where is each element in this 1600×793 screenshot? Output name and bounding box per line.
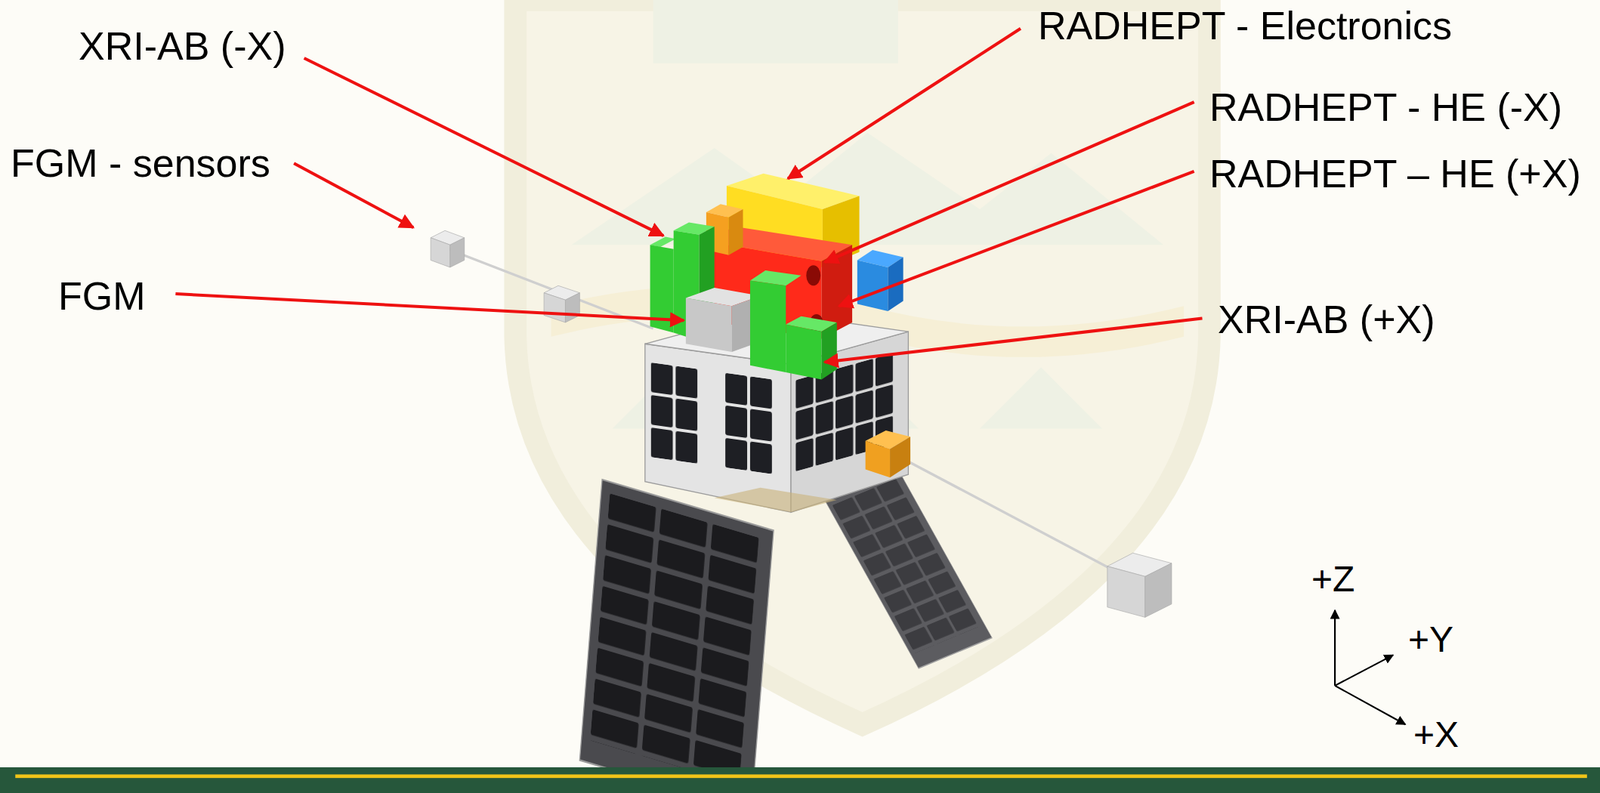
- solar-panel-right: [824, 469, 993, 668]
- label-holder: XRI-AB (+X): [1217, 299, 1436, 340]
- leader-line: [293, 163, 414, 228]
- label-holder: FGM - sensors: [10, 143, 271, 183]
- leader-line: [175, 293, 684, 321]
- footer-stripe: [15, 774, 1588, 779]
- axis-line: [1334, 685, 1406, 725]
- label-holder: RADHEPT - Electronics: [1037, 6, 1452, 46]
- leader-line: [824, 318, 1203, 363]
- boom-cube: [1107, 552, 1172, 618]
- watermark-mountains: [571, 132, 1165, 246]
- axis-triad: [1334, 610, 1406, 725]
- leader-line: [787, 28, 1021, 180]
- fgm-sensor-cube: [430, 230, 465, 268]
- callout-label: RADHEPT - Electronics: [1037, 6, 1452, 46]
- axis-label: +Y: [1408, 621, 1454, 658]
- boom: [898, 456, 1135, 582]
- solar-panel-left: [579, 479, 774, 793]
- axis-label: +Z: [1311, 561, 1355, 598]
- label-holder: FGM: [58, 276, 146, 316]
- callout-label: RADHEPT – HE (+X): [1209, 154, 1582, 194]
- label-holder: XRI-AB (-X): [78, 26, 286, 66]
- label-holder: RADHEPT – HE (+X): [1209, 154, 1582, 194]
- payload-blue: [857, 250, 904, 312]
- fgm-box: [685, 287, 761, 353]
- callout-label: XRI-AB (+X): [1217, 299, 1436, 340]
- callout-label: FGM: [58, 276, 146, 316]
- payload-orange-side: [865, 430, 911, 478]
- callout-label: RADHEPT - HE (-X): [1209, 87, 1563, 127]
- label-holder: +Z: [1311, 561, 1355, 598]
- fgm-sensor-cube: [543, 285, 580, 323]
- axis-line: [1334, 610, 1336, 686]
- xri-ab-right: [750, 270, 838, 380]
- label-holder: RADHEPT - HE (-X): [1209, 87, 1563, 127]
- leader-line: [824, 101, 1195, 263]
- label-holder: +X: [1413, 716, 1459, 754]
- label-holder: +Y: [1408, 621, 1454, 658]
- leader-line: [304, 58, 665, 236]
- callout-label: FGM - sensors: [10, 143, 271, 183]
- watermark-book: [653, 0, 899, 64]
- axis-label: +X: [1413, 716, 1459, 754]
- footer-bar: [0, 767, 1600, 793]
- callout-label: XRI-AB (-X): [78, 26, 286, 66]
- leader-line: [839, 171, 1195, 306]
- leader-lines: [175, 28, 1202, 363]
- axis-line: [1334, 654, 1394, 686]
